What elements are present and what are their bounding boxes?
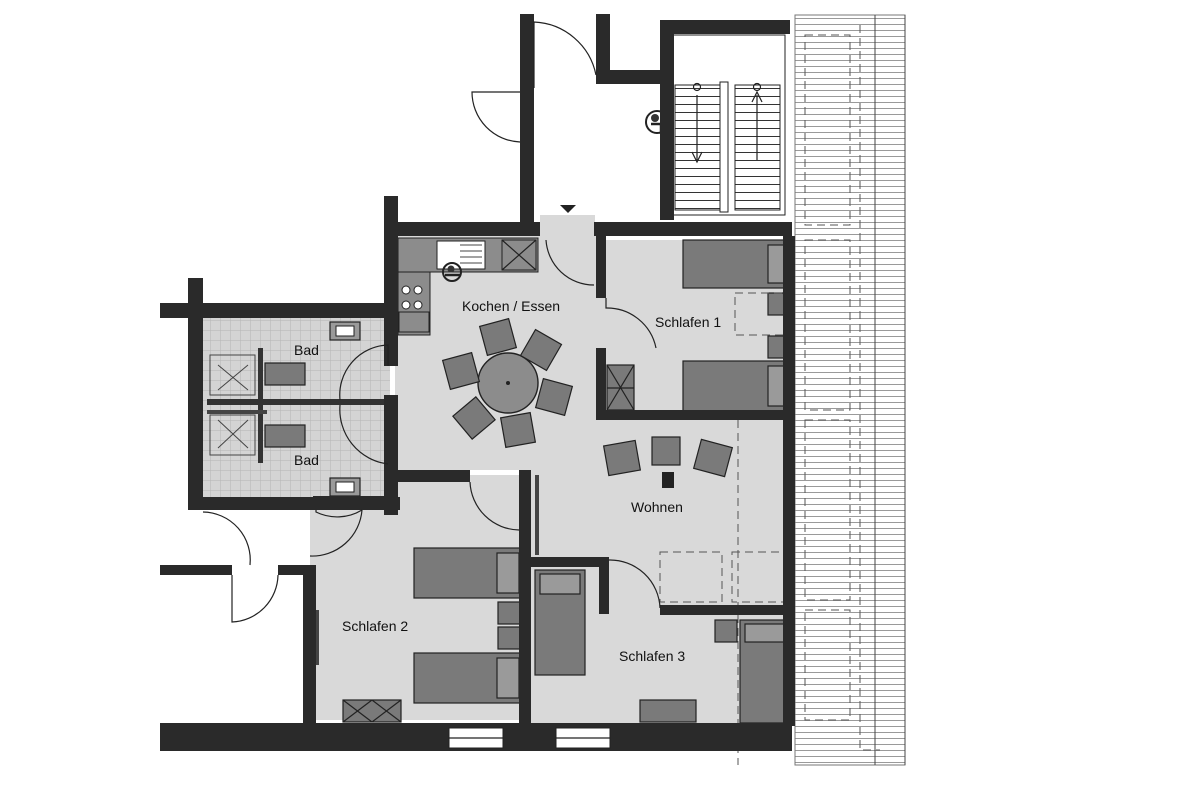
bedroom1-furniture bbox=[606, 239, 794, 412]
bathroom-fixtures bbox=[207, 321, 392, 497]
room-label-bedroom2: Schlafen 2 bbox=[342, 618, 408, 634]
room-labels: Kochen / Essen Schlafen 1 Bad Bad Wohnen… bbox=[294, 298, 721, 664]
bedroom2-furniture bbox=[316, 547, 523, 723]
stairwell bbox=[661, 34, 786, 216]
bathroom-tiles bbox=[200, 318, 390, 498]
room-label-bath-upper: Bad bbox=[294, 342, 319, 358]
living-furniture bbox=[602, 420, 795, 765]
wheelchair-icon bbox=[442, 262, 462, 282]
room-label-bedroom1: Schlafen 1 bbox=[655, 314, 721, 330]
doors bbox=[202, 21, 661, 623]
room-label-kitchen-dining: Kochen / Essen bbox=[462, 298, 560, 314]
windows bbox=[448, 727, 611, 749]
balcony bbox=[794, 14, 906, 766]
bedroom3-furniture bbox=[534, 475, 793, 724]
room-label-bath-lower: Bad bbox=[294, 452, 319, 468]
room-label-bedroom3: Schlafen 3 bbox=[619, 648, 685, 664]
kitchen-counter bbox=[397, 237, 539, 336]
room-label-living: Wohnen bbox=[631, 499, 683, 515]
dining-table bbox=[441, 317, 574, 449]
